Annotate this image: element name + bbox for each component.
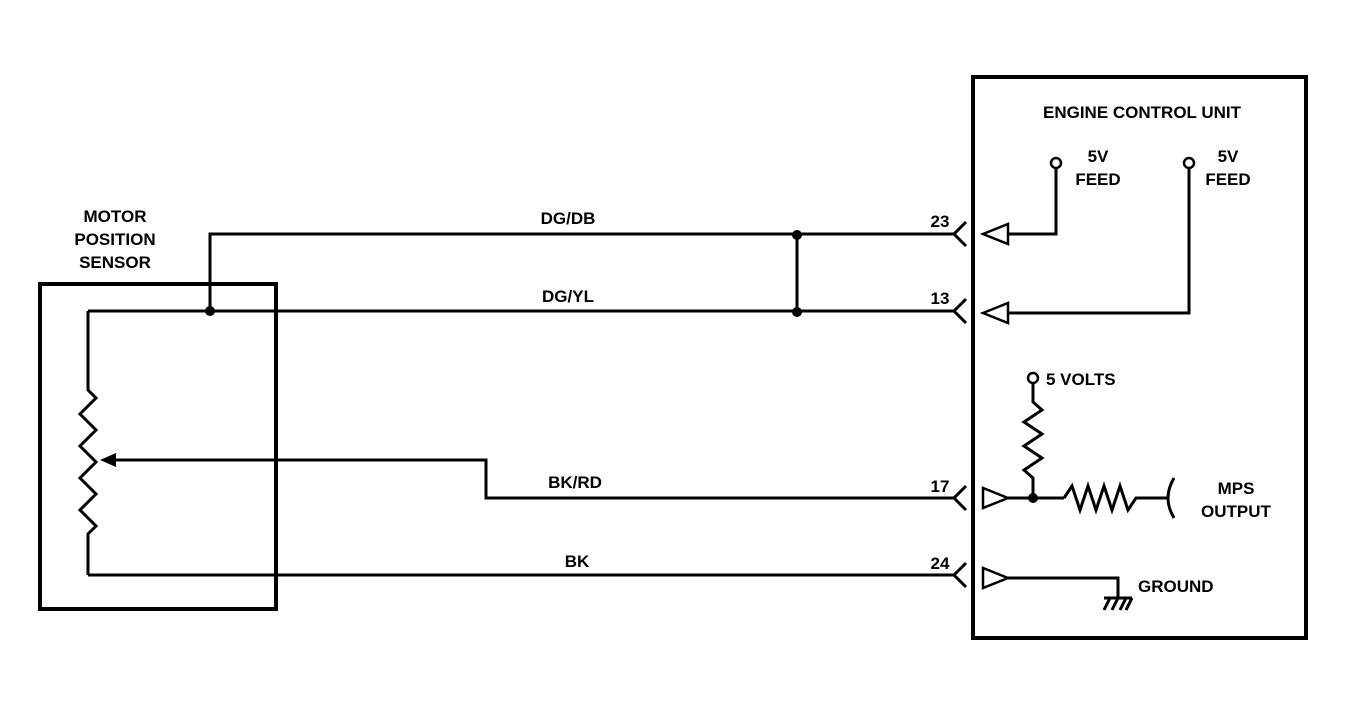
motor-position-sensor: MOTOR POSITION SENSOR — [38, 207, 955, 611]
wire-24-color: BK — [565, 552, 590, 571]
pin-23-connector — [951, 220, 968, 248]
pin-17-output-triangle — [981, 486, 1012, 510]
pin-24-label: 24 — [931, 554, 950, 573]
feed-1-terminal — [1049, 156, 1063, 170]
sensor-title-line-1: MOTOR — [84, 207, 147, 226]
mps-output-terminal — [1166, 477, 1176, 519]
potentiometer-wiper — [108, 458, 955, 500]
mps-output-line-1: MPS — [1218, 479, 1255, 498]
feed-2-line-1: 5V — [1218, 147, 1239, 166]
pin-17-label: 17 — [931, 477, 950, 496]
sensor-housing — [38, 282, 278, 611]
sensor-title-line-2: POSITION — [74, 230, 155, 249]
engine-control-unit: ENGINE CONTROL UNIT — [971, 75, 1308, 640]
junction-dot — [205, 306, 215, 316]
pin-24-connector — [951, 561, 968, 589]
pin-24-output-triangle — [981, 566, 1012, 590]
pin-13-label: 13 — [931, 289, 950, 308]
pin-23-input-triangle — [979, 222, 1010, 246]
feed-1-line-2: FEED — [1075, 170, 1120, 189]
feed-2-line-2: FEED — [1205, 170, 1250, 189]
five-volts-terminal — [1026, 371, 1040, 385]
junction-dot — [1028, 493, 1038, 503]
junction-dot — [792, 307, 802, 317]
wire-17: BK/RD 17 MPS OUTPUT 5 VOLTS — [548, 370, 1271, 521]
feed-1-line-1: 5V — [1088, 147, 1109, 166]
wire-23-color: DG/DB — [541, 209, 596, 228]
pin-13-input-triangle — [979, 301, 1010, 325]
wiper-arrow — [100, 453, 116, 467]
mps-series-resistor — [1062, 481, 1168, 515]
wire-13-color: DG/YL — [542, 287, 594, 306]
potentiometer-resistor — [77, 311, 99, 575]
ground-label: GROUND — [1138, 577, 1214, 596]
sensor-title-line-3: SENSOR — [79, 253, 151, 272]
five-volts-label: 5 VOLTS — [1046, 370, 1116, 389]
ground-symbol-icon — [1102, 596, 1134, 611]
pin-13-connector — [951, 297, 968, 325]
wire-13: DG/YL 13 5V FEED — [210, 147, 1251, 325]
pin-23-label: 23 — [931, 212, 950, 231]
junction-dot — [792, 230, 802, 240]
mps-output-line-2: OUTPUT — [1201, 502, 1272, 521]
feed-2-terminal — [1182, 156, 1196, 170]
wire-17-color: BK/RD — [548, 473, 602, 492]
wire-24: BK 24 GROUND — [88, 552, 1214, 611]
ecu-housing — [971, 75, 1308, 640]
ecu-title: ENGINE CONTROL UNIT — [1043, 103, 1242, 122]
pullup-resistor — [1021, 383, 1045, 498]
pin-17-connector — [951, 484, 968, 512]
wire-23: DG/DB 23 5V FEED — [88, 147, 1121, 313]
